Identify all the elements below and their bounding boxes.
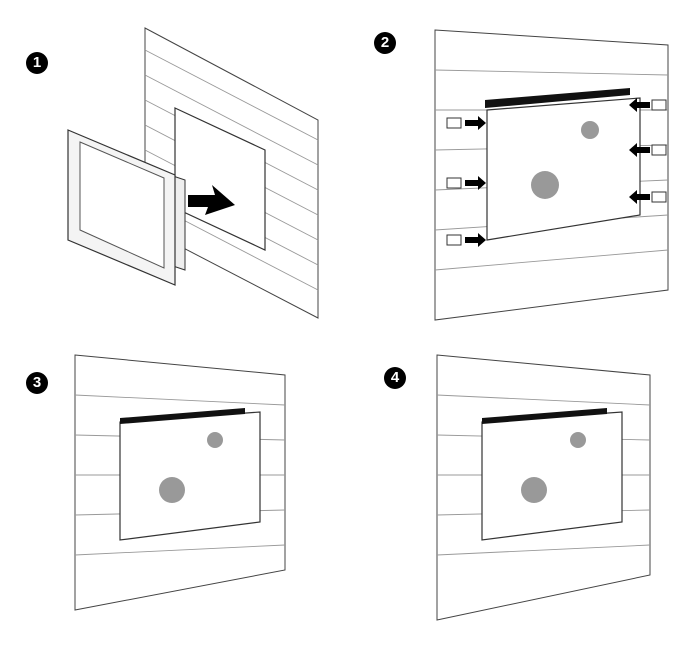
step-1-illustration bbox=[67, 27, 319, 319]
step-3-illustration bbox=[74, 354, 286, 611]
step-4-badge: 4 bbox=[384, 367, 406, 389]
panel-back bbox=[486, 97, 641, 241]
arrow-icons bbox=[465, 98, 650, 247]
panel-screen bbox=[79, 141, 165, 269]
panel-back bbox=[119, 411, 261, 541]
arrow-icon bbox=[188, 185, 235, 215]
step-3-badge: 3 bbox=[26, 372, 48, 394]
step-1-badge: 1 bbox=[26, 52, 48, 74]
step-2-illustration bbox=[434, 29, 669, 321]
step-2-badge: 2 bbox=[374, 32, 396, 54]
panel-bezel bbox=[485, 88, 630, 108]
panel-back bbox=[481, 411, 623, 541]
mounting-clips bbox=[446, 99, 667, 246]
step-4-illustration bbox=[436, 354, 651, 621]
